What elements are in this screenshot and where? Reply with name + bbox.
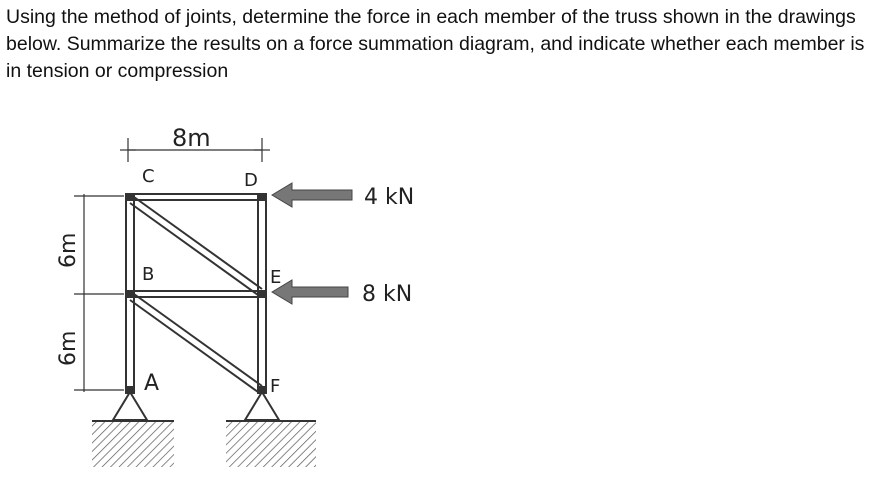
member-bf-b: [129, 299, 259, 393]
joint-label-f: F: [270, 376, 280, 397]
joint-label-d: D: [244, 170, 258, 191]
member-bf-a: [133, 293, 263, 387]
support-left: [92, 390, 174, 467]
load-label-8kn: 8 kN: [362, 282, 412, 307]
width-dimension: 8m: [120, 124, 270, 162]
width-label: 8m: [172, 124, 211, 152]
load-label-4kn: 4 kN: [364, 185, 414, 210]
joint-dots: [125, 193, 267, 394]
joint-label-c: C: [142, 166, 155, 187]
joint-label-b: B: [142, 264, 154, 285]
height-label-upper: 6m: [56, 233, 81, 268]
load-arrow-4kn: 4 kN: [271, 182, 414, 210]
member-ce-a: [133, 196, 263, 290]
height-label-lower: 6m: [56, 331, 81, 366]
height-dimension: 6m 6m: [56, 194, 124, 392]
member-ce-b: [129, 202, 259, 296]
problem-statement: Using the method of joints, determine th…: [6, 6, 865, 82]
load-arrow-8kn: 8 kN: [271, 279, 412, 307]
truss-members: [125, 193, 267, 393]
joint-label-e: E: [270, 267, 281, 288]
support-right: [226, 390, 316, 467]
joint-label-a: A: [144, 371, 159, 396]
